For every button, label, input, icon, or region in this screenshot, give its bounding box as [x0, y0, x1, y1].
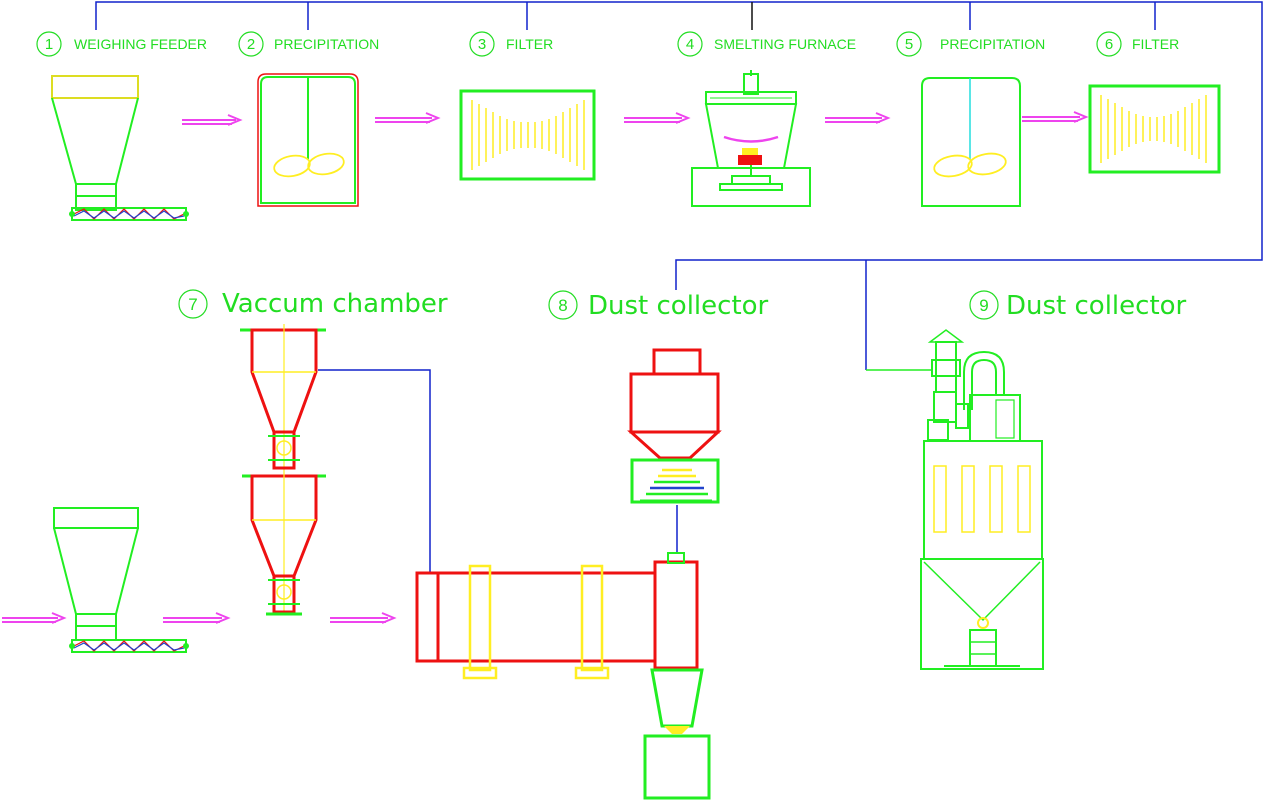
stage-title: Dust collector	[588, 291, 769, 321]
stage-number: 4	[686, 36, 694, 53]
vacuum-chamber	[240, 324, 326, 616]
stage-number: 9	[979, 296, 988, 315]
stage-number: 5	[905, 36, 913, 53]
stage-label-6: 6 FILTER	[1096, 31, 1179, 57]
dust-collector-9	[920, 329, 1044, 670]
weighing-feeder-top	[51, 75, 189, 221]
stage-label-8: 8 Dust collector	[548, 290, 769, 321]
stage-number: 2	[247, 36, 255, 53]
stage-title: SMELTING FURNACE	[714, 36, 856, 52]
smelting-furnace	[691, 70, 811, 207]
stage-number: 8	[558, 296, 567, 315]
stage-label-7: 7 Vaccum chamber	[178, 289, 448, 319]
flow-arrow-icon	[182, 114, 243, 126]
stage-title: FILTER	[1132, 36, 1179, 52]
stage-label-5: 5 PRECIPITATION	[896, 31, 1045, 57]
flow-arrow-icon	[825, 112, 891, 124]
flow-arrow-icon	[375, 112, 441, 124]
filter-1	[459, 89, 596, 181]
stage-title: Vaccum chamber	[222, 289, 448, 319]
stage-title: FILTER	[506, 36, 553, 52]
filter-2	[1088, 84, 1221, 174]
stage-number: 3	[478, 36, 486, 53]
stage-title: Dust collector	[1006, 291, 1187, 321]
stage-label-9: 9 Dust collector	[969, 290, 1187, 321]
stage-title: PRECIPITATION	[940, 36, 1045, 52]
flow-arrow-icon	[163, 612, 231, 624]
flow-arrow-icon	[624, 112, 691, 124]
stage-label-2: 2 PRECIPITATION	[238, 31, 379, 57]
rotary-drum	[415, 552, 711, 800]
dust-collector-8	[627, 348, 722, 504]
weighing-feeder-bottom	[53, 507, 189, 653]
stage-label-4: 4 SMELTING FURNACE	[677, 31, 856, 57]
stage-number: 1	[45, 36, 53, 53]
flow-arrows	[2, 111, 1089, 624]
flow-arrow-icon	[2, 612, 67, 624]
stage-label-3: 3 FILTER	[469, 31, 553, 57]
stage-title: PRECIPITATION	[274, 36, 379, 52]
stage-label-1: 1 WEIGHING FEEDER	[36, 31, 207, 57]
flow-arrow-icon	[330, 612, 397, 624]
stage-number: 6	[1105, 36, 1113, 53]
precipitation-tank-1	[257, 73, 359, 207]
flow-arrow-icon	[1022, 111, 1089, 123]
stage-number: 7	[188, 295, 197, 314]
precipitation-tank-2	[921, 77, 1021, 207]
blue-pipe-network	[95, 1, 1263, 573]
stage-title: WEIGHING FEEDER	[74, 36, 207, 52]
